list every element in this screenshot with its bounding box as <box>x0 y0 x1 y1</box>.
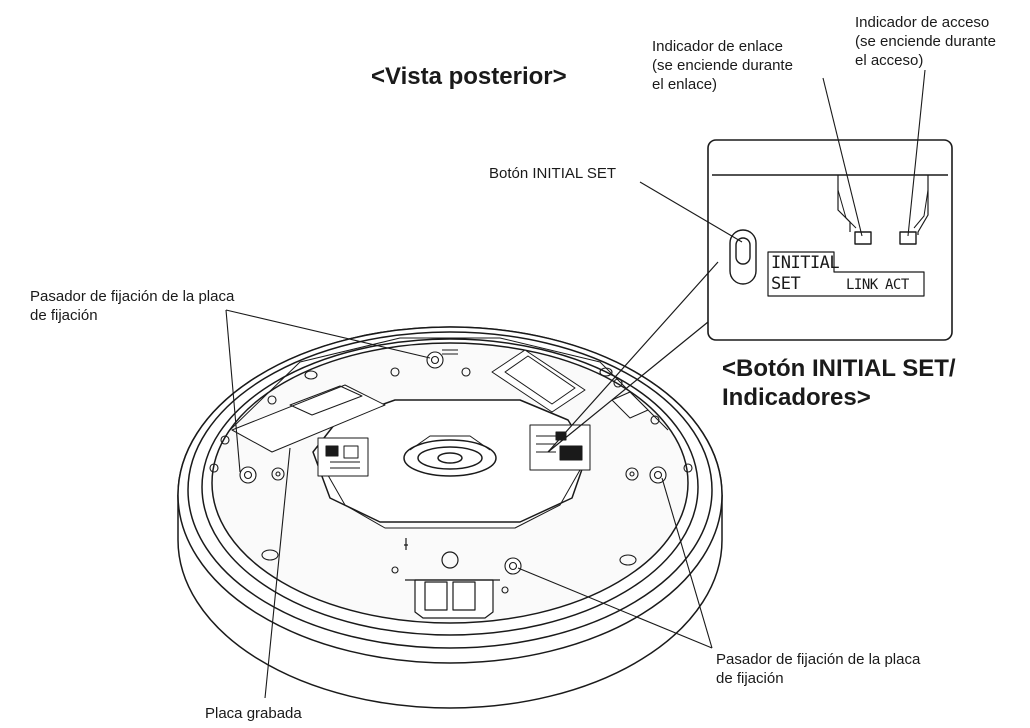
panel-set-text: SET <box>771 274 801 294</box>
link-led <box>854 231 872 245</box>
panel-label-frame <box>767 251 925 297</box>
engraved-plate-label: Placa grabada <box>205 705 302 722</box>
panel-link-text: LINK <box>846 277 878 293</box>
bottom-latch <box>404 538 500 619</box>
fixing-pin-label-right: Pasador de fijación de la placa de fijac… <box>716 651 921 687</box>
zoom-panel <box>707 139 953 341</box>
access-indicator-label: Indicador de acceso (se enciende durante… <box>855 14 996 69</box>
link-indicator-label: Indicador de enlace (se enciende durante… <box>652 38 793 93</box>
button-indicators-heading: <Botón INITIAL SET/ Indicadores> <box>722 355 956 411</box>
initial-set-button-shape <box>729 229 757 285</box>
panel-initial-text: INITIAL <box>771 253 840 273</box>
leader-lines <box>225 69 926 699</box>
engraved-plate <box>231 384 386 453</box>
fixing-pin-label-left: Pasador de fijación de la placa de fijac… <box>30 288 235 324</box>
panel-act-text: ACT <box>885 277 909 293</box>
right-connector-block <box>529 424 591 471</box>
screw-holes <box>209 349 693 594</box>
left-connector-block <box>317 437 369 477</box>
rear-view-heading: <Vista posterior> <box>371 63 567 90</box>
zoom-wedge-lines <box>547 261 719 453</box>
initial-set-button-label: Botón INITIAL SET <box>489 165 616 182</box>
rear-raised-block <box>491 349 649 419</box>
